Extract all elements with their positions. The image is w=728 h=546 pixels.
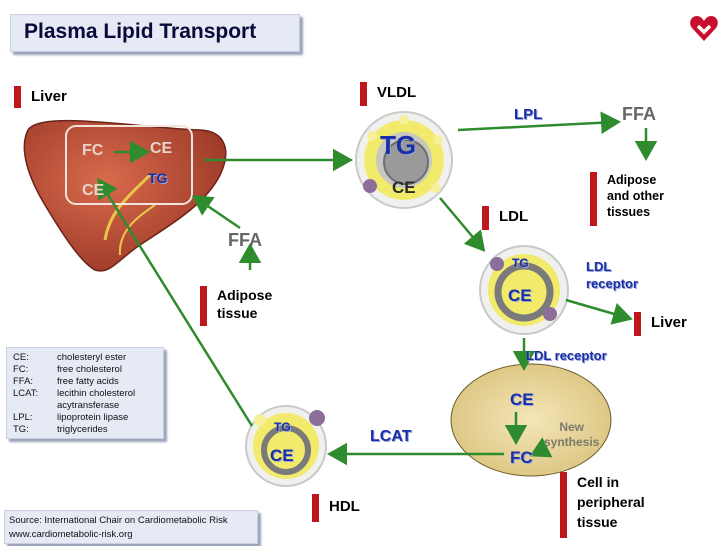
- peripheral-cell-label: Cell in peripheral tissue: [560, 472, 681, 538]
- cell-fc-text: FC: [510, 448, 533, 467]
- hdl-particle: [245, 405, 327, 487]
- legend-abbr: LPL:: [13, 412, 33, 423]
- legend-desc: acytransferase: [57, 400, 120, 411]
- source-line: Source: International Chair on Cardiomet…: [9, 515, 228, 526]
- liver-organ: [23, 119, 227, 272]
- legend-abbr: FC:: [13, 364, 29, 375]
- ldl-receptor-label: LDL receptor: [586, 259, 639, 291]
- vldl-label: VLDL: [360, 82, 447, 106]
- legend-abbr: LCAT:: [13, 388, 39, 399]
- page-title: Plasma Lipid Transport: [24, 20, 257, 43]
- legend-desc: free cholesterol: [57, 364, 122, 375]
- title-banner: [10, 14, 300, 52]
- legend-abbr: CE:: [13, 352, 29, 363]
- adipose-tissue-label: Adipose tissue: [200, 286, 301, 326]
- legend-abbr: TG:: [13, 424, 29, 435]
- ldl-ce-text: CE: [508, 286, 532, 305]
- flow-arrows: [97, 111, 658, 466]
- source-url: www.cardiometabolic-risk.org: [9, 529, 133, 540]
- ldl-receptor-cell-label: LDL receptor: [526, 348, 607, 363]
- heart-logo-icon: [690, 16, 718, 41]
- liver-fc-text: FC: [82, 142, 104, 159]
- legend-desc: cholesteryl ester: [57, 352, 127, 363]
- cell-ce-text: CE: [510, 390, 534, 409]
- hdl-label: HDL: [312, 494, 385, 522]
- ffa-top-label: FFA: [622, 104, 656, 124]
- vldl-ce-text: CE: [392, 178, 416, 197]
- hdl-tg-text: TG: [274, 420, 291, 434]
- new-synthesis-text: New synthesis: [544, 420, 600, 449]
- ffa-mid-label: FFA: [228, 230, 262, 250]
- source-box: Source: International Chair on Cardiomet…: [4, 510, 258, 544]
- liver-target-label: Liver: [634, 312, 719, 336]
- ldl-label: LDL: [482, 206, 559, 230]
- legend-desc: lecithin cholesterol: [57, 388, 136, 399]
- legend-desc: free fatty acids: [57, 376, 119, 387]
- liver-ce-top-text: CE: [150, 140, 173, 157]
- vldl-tg-text: TG: [380, 130, 417, 160]
- lcat-label: LCAT: [370, 428, 412, 445]
- liver-ce-bottom-text: CE: [82, 182, 105, 199]
- ldl-tg-text: TG: [512, 256, 529, 270]
- ldl-particle: [479, 245, 569, 335]
- liver-label: Liver: [14, 86, 101, 108]
- adipose-other-tissues-label: Adipose and other tissues: [590, 172, 691, 226]
- hdl-ce-text: CE: [270, 446, 294, 465]
- legend-desc: lipoprotein lipase: [57, 412, 129, 423]
- vldl-particle: [355, 111, 453, 209]
- abbreviation-legend: CE: cholesteryl ester FC: free cholesterol…: [6, 347, 164, 439]
- legend-desc: triglycerides: [57, 424, 108, 435]
- liver-tg-text: TG: [148, 170, 168, 186]
- lpl-label: LPL: [514, 106, 543, 123]
- legend-abbr: FFA:: [13, 376, 34, 387]
